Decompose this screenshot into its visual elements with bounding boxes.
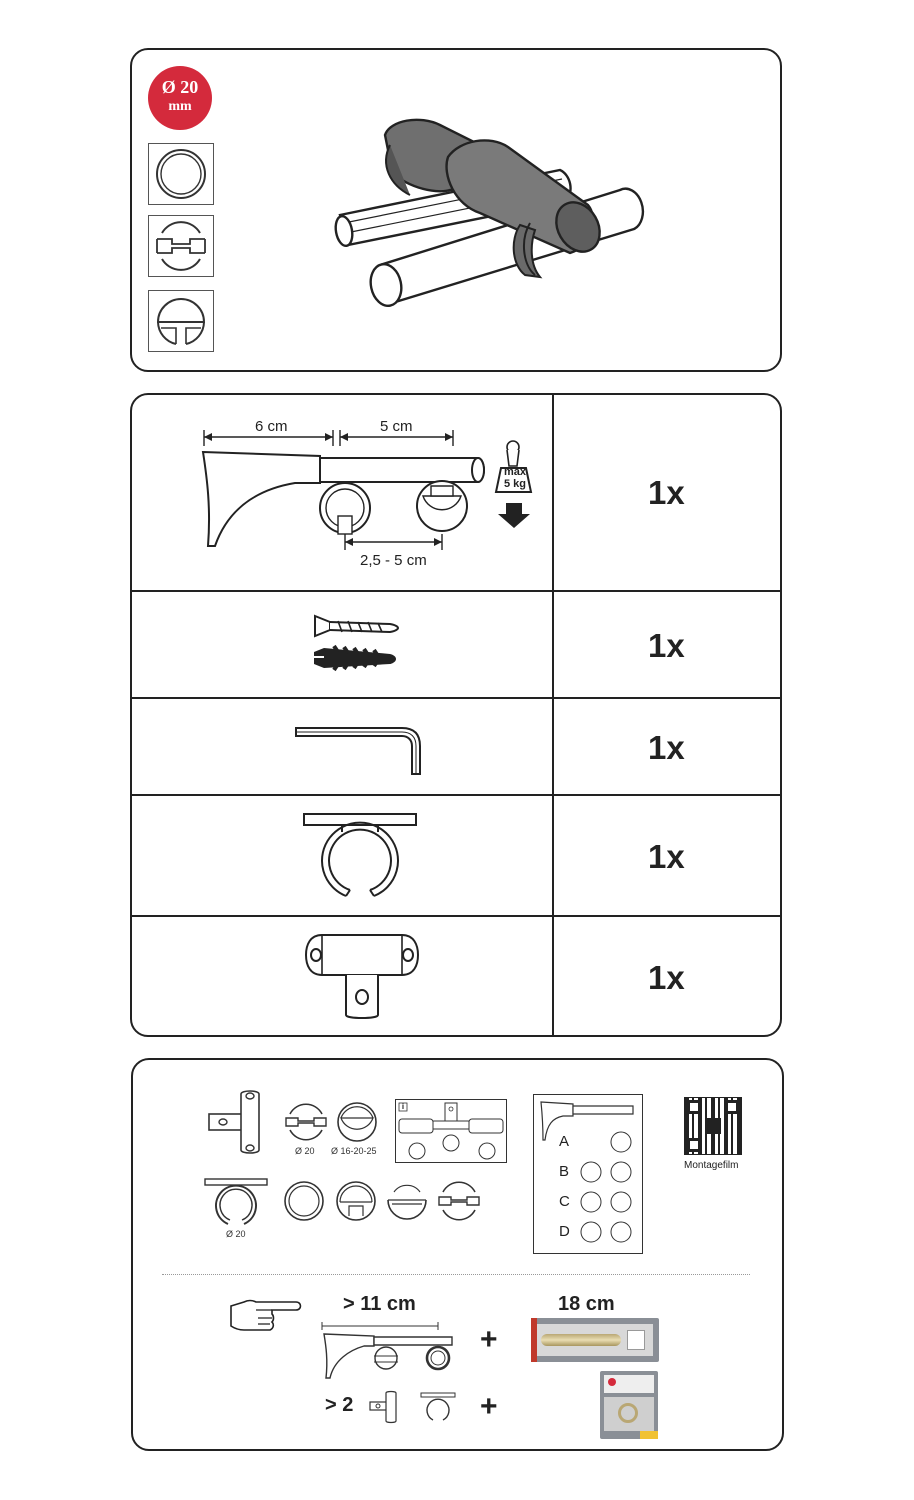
d-profile-small-icon-2 — [336, 1181, 376, 1221]
bracket-dim-6cm: 6 cm — [255, 418, 288, 435]
variant-a: A — [559, 1133, 570, 1150]
qty-bracket: 1x — [648, 474, 685, 511]
pointing-hand-icon — [230, 1299, 302, 1331]
qty-ring-holder: 1x — [648, 838, 685, 875]
badge-line2: mm — [168, 99, 192, 114]
plus-sign-2: + — [480, 1390, 498, 1423]
ring-holder-package-image[interactable] — [600, 1371, 658, 1439]
bracket-icon — [201, 430, 533, 550]
screw-and-dowel-icon — [314, 614, 400, 672]
d-profile-small-icon — [337, 1102, 377, 1142]
weight-line1: max — [503, 466, 527, 478]
rod-package-image[interactable] — [531, 1318, 659, 1362]
double-track-profile-small-icon-2 — [438, 1181, 480, 1221]
column-divider — [552, 394, 554, 1036]
variant-b: B — [559, 1163, 570, 1180]
bracket-dim-5cm: 5 cm — [380, 418, 413, 435]
mounting-adapter-icon — [304, 934, 420, 1019]
rule1-product-label: 18 cm — [558, 1293, 615, 1315]
small-t-adapter-icon — [208, 1090, 260, 1154]
d-profile-icon — [148, 290, 214, 352]
info-sheet-icon — [395, 1099, 507, 1163]
small-ring-holder-icon-2 — [420, 1392, 456, 1421]
qr-label: Montagefilm — [684, 1160, 739, 1171]
qty-screw: 1x — [648, 627, 685, 664]
small-ring-holder-icon — [204, 1178, 268, 1225]
variant-sheet-icon — [533, 1094, 643, 1254]
small-t-adapter-icon-2 — [369, 1390, 397, 1424]
info-icon: i — [401, 1102, 405, 1111]
label-d20-ring: Ø 20 — [226, 1229, 246, 1239]
row-divider — [131, 590, 781, 592]
row-divider — [131, 915, 781, 917]
rule1-label: > 11 cm — [343, 1293, 416, 1315]
ring-holder-icon — [303, 813, 417, 897]
variant-d: D — [559, 1223, 570, 1240]
row-divider — [131, 697, 781, 699]
allen-key-icon — [295, 727, 421, 775]
qty-allen-key: 1x — [648, 729, 685, 766]
row-divider — [131, 794, 781, 796]
weight-line2: 5 kg — [503, 478, 526, 490]
variant-c: C — [559, 1193, 570, 1210]
round-profile-icon — [148, 143, 214, 205]
rule2-label: > 2 — [325, 1394, 354, 1416]
qr-code[interactable] — [684, 1097, 742, 1155]
double-rod-connector-illustration — [334, 118, 645, 307]
bracket-dim-range: 2,5 - 5 cm — [360, 552, 427, 569]
double-track-profile-icon — [148, 215, 214, 277]
bracket-with-rings-icon — [321, 1322, 453, 1379]
double-track-profile-small-icon — [285, 1103, 327, 1141]
round-profile-small-icon — [284, 1181, 324, 1221]
qty-mounting-adapter: 1x — [648, 959, 685, 996]
half-profile-small-icon — [387, 1184, 427, 1220]
plus-sign-1: + — [480, 1323, 498, 1356]
label-d16-20-25: Ø 16-20-25 — [331, 1146, 377, 1156]
label-d20: Ø 20 — [295, 1146, 315, 1156]
diameter-badge — [148, 66, 212, 130]
badge-line1: Ø 20 — [161, 77, 199, 97]
dotted-separator — [162, 1274, 750, 1275]
